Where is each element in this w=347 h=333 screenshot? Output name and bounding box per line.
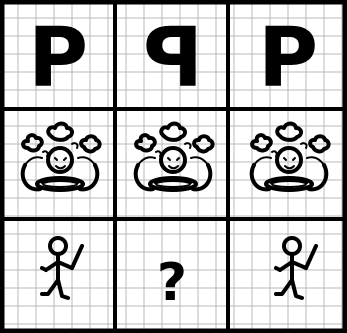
letter-p-mirrored: P bbox=[143, 11, 203, 106]
row-2 bbox=[2, 109, 345, 219]
cell-r1c1[interactable]: P bbox=[2, 2, 115, 109]
question-mark: ? bbox=[157, 253, 187, 313]
cell-r1c2[interactable]: P bbox=[115, 2, 228, 109]
cell-r2c1[interactable] bbox=[2, 109, 115, 219]
cell-r3c3[interactable] bbox=[228, 219, 345, 331]
cell-r2c2[interactable] bbox=[115, 109, 228, 219]
row-3: ? bbox=[2, 219, 345, 331]
cell-r1c3[interactable]: P bbox=[228, 2, 345, 109]
letter-p: P bbox=[258, 11, 318, 106]
row-1: P P P bbox=[2, 2, 345, 109]
cell-r3c2[interactable]: ? bbox=[115, 219, 228, 331]
cell-r2c3[interactable] bbox=[228, 109, 345, 219]
cell-r3c1[interactable] bbox=[2, 219, 115, 331]
letter-p: P bbox=[28, 11, 88, 106]
